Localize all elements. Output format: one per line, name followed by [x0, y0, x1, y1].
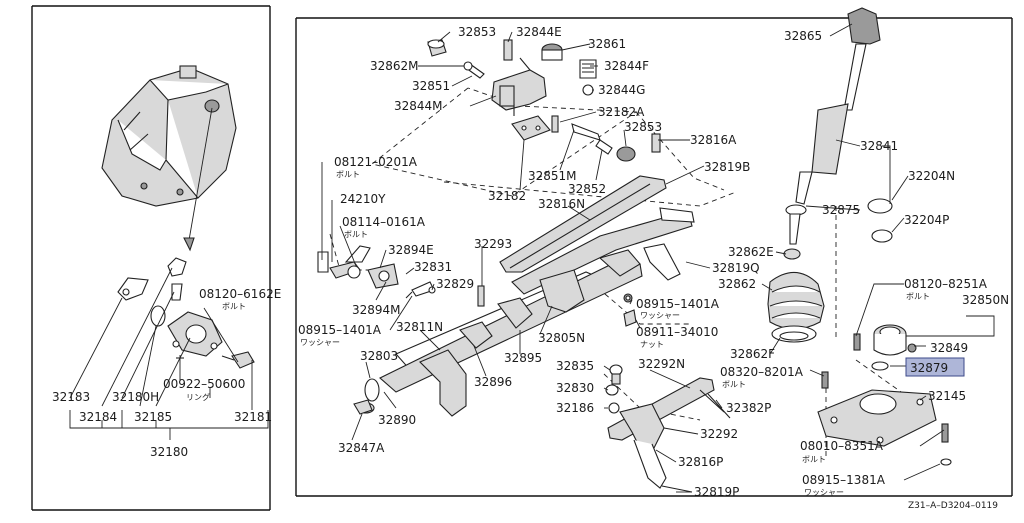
shift-lever-retainer-parts	[117, 257, 255, 380]
shift-boot-assembly	[767, 248, 825, 343]
main-panel-labels: 32853 32844E 32861 32862M 32844F 32851 3…	[298, 25, 771, 499]
shifter-leaders	[761, 23, 995, 481]
label-32844e: 32844E	[516, 25, 562, 39]
label-ring-jp: リング	[186, 392, 210, 402]
label-32862f: 32862F	[730, 347, 775, 361]
label-32180h: 32180H	[112, 390, 159, 404]
label-32819b: 32819B	[704, 160, 750, 174]
label-08121-0201a: 08121–0201A	[334, 155, 418, 169]
label-08120-8251a: 08120–8251A	[904, 277, 988, 291]
label-32805n: 32805N	[538, 331, 585, 345]
shift-rods-and-forks	[353, 175, 695, 417]
label-32181: 32181	[234, 410, 272, 424]
label-bolt-jp-3: ボルト	[344, 230, 368, 239]
lower-rod-assembly	[605, 293, 731, 489]
left-panel-labels: 08120–6162E ボルト 00922–50600 リング 32183 32…	[52, 287, 281, 459]
main-panel-frame	[295, 17, 1013, 497]
label-32875: 32875	[822, 203, 860, 217]
label-32292n: 32292N	[638, 357, 685, 371]
label-00922-50600: 00922–50600	[163, 377, 245, 391]
label-bolt-jp-5: ボルト	[722, 380, 746, 389]
label-washer-jp-3: ワッシャー	[804, 488, 844, 497]
label-32851m: 32851M	[528, 169, 577, 183]
label-32862m: 32862M	[370, 59, 419, 73]
label-32894e: 32894E	[388, 243, 434, 257]
label-nut-jp: ナット	[640, 340, 664, 349]
label-32879[interactable]: 32879	[910, 361, 948, 375]
label-32204n: 32204N	[908, 169, 955, 183]
label-08915-1381a: 08915–1381A	[802, 473, 886, 487]
label-32292: 32292	[700, 427, 738, 441]
label-32180: 32180	[150, 445, 188, 459]
label-bolt-jp-2: ボルト	[336, 170, 360, 179]
label-32831: 32831	[414, 260, 452, 274]
base-plate-assembly	[817, 324, 952, 466]
label-32861: 32861	[588, 37, 626, 51]
label-24210y: 24210Y	[340, 192, 386, 206]
label-32844f: 32844F	[604, 59, 649, 73]
label-32841: 32841	[860, 139, 898, 153]
label-32844m: 32844M	[394, 99, 443, 113]
label-32896: 32896	[474, 375, 512, 389]
label-32382p: 32382P	[726, 401, 771, 415]
label-32816a: 32816A	[690, 133, 737, 147]
shift-lever-and-knob	[785, 7, 893, 245]
label-32852: 32852	[568, 182, 606, 196]
label-32895: 32895	[504, 351, 542, 365]
label-08911-34010: 08911–34010	[636, 325, 718, 339]
label-bolt-jp-6: ボルト	[802, 455, 826, 464]
diagram-code: Z31–A–D3204–0119	[908, 501, 998, 511]
label-32182: 32182	[488, 189, 526, 203]
label-32816p: 32816P	[678, 455, 723, 469]
label-bolt-jp: ボルト	[222, 302, 246, 311]
label-32890: 32890	[378, 413, 416, 427]
main-panel-leaders	[321, 31, 723, 493]
label-32184: 32184	[79, 410, 117, 424]
label-32850n: 32850N	[962, 293, 1009, 307]
detent-parts	[317, 245, 485, 307]
label-washer-jp-2: ワッシャー	[640, 311, 680, 320]
label-32862: 32862	[718, 277, 756, 291]
label-32851: 32851	[412, 79, 450, 93]
shifter-labels: 32865 32841 32204N 32875 32204P 32862E 3…	[718, 29, 1009, 497]
label-32830: 32830	[556, 381, 594, 395]
label-32847a: 32847A	[338, 441, 385, 455]
left-panel-frame	[31, 5, 271, 511]
label-32853-mid: 32853	[624, 120, 662, 134]
label-08915-1401a-left: 08915–1401A	[298, 323, 382, 337]
label-08114-0161a: 08114–0161A	[342, 215, 426, 229]
label-32186: 32186	[556, 401, 594, 415]
label-32844g: 32844G	[598, 83, 645, 97]
highlighted-part-32879[interactable]	[905, 357, 965, 377]
label-32862e: 32862E	[728, 245, 774, 259]
label-32849: 32849	[930, 341, 968, 355]
top-shift-lever-parts	[427, 39, 661, 162]
left-panel-leaders	[69, 267, 269, 440]
label-32293: 32293	[474, 237, 512, 251]
label-32819q: 32819Q	[712, 261, 760, 275]
label-32204p: 32204P	[904, 213, 949, 227]
label-washer-jp: ワッシャー	[300, 338, 340, 347]
label-32894m: 32894M	[352, 303, 401, 317]
label-32853-top: 32853	[458, 25, 496, 39]
label-08120-6162e: 08120–6162E	[199, 287, 281, 301]
label-32816n: 32816N	[538, 197, 585, 211]
label-32819p: 32819P	[694, 485, 739, 499]
label-32811n: 32811N	[396, 320, 443, 334]
label-08915-1401a-mid: 08915–1401A	[636, 297, 720, 311]
transmission-housing-drawing	[101, 65, 237, 252]
label-32865: 32865	[784, 29, 822, 43]
label-32183: 32183	[52, 390, 90, 404]
label-08320-8201a: 08320–8201A	[720, 365, 804, 379]
label-bolt-jp-4: ボルト	[906, 292, 930, 301]
label-32829: 32829	[436, 277, 474, 291]
label-08010-8351a: 08010–8351A	[800, 439, 884, 453]
label-32803: 32803	[360, 349, 398, 363]
label-32185: 32185	[134, 410, 172, 424]
label-32182a: 32182A	[598, 105, 645, 119]
label-32835: 32835	[556, 359, 594, 373]
label-32145: 32145	[928, 389, 966, 403]
